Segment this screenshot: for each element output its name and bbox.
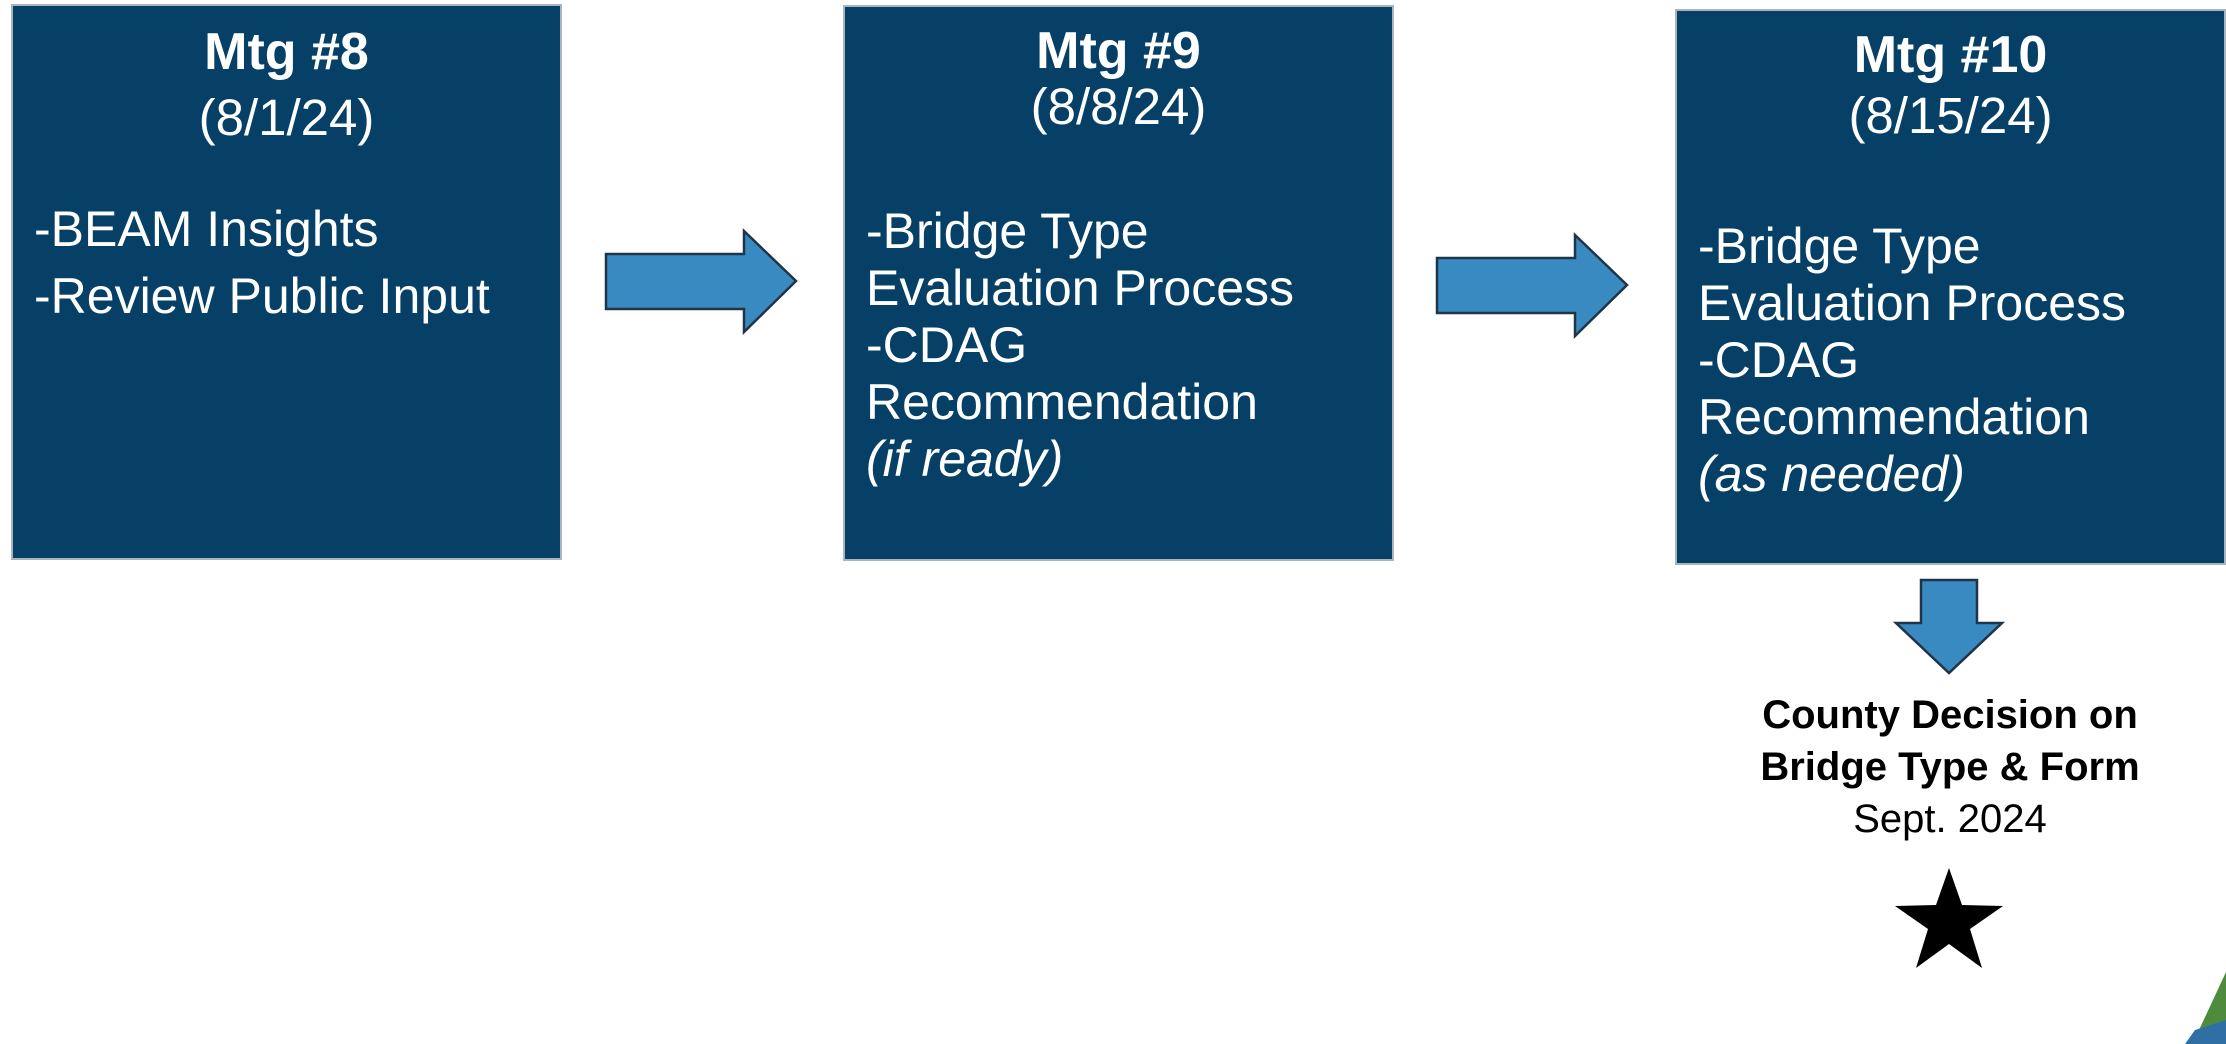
meeting-9-agenda-line-2: Evaluation Process — [866, 260, 1295, 316]
meeting-10-title: Mtg #10 — [1853, 26, 2048, 84]
meeting-9-agenda-note: (if ready) — [866, 431, 1064, 487]
decision-title-line-1: County Decision on — [1762, 693, 2138, 737]
meeting-10-agenda-line-2: Evaluation Process — [1698, 275, 2127, 331]
corner-logo-icon — [2185, 972, 2226, 1044]
right-arrow-icon — [604, 228, 798, 335]
meeting-10-agenda: -Bridge Type Evaluation Process -CDAG Re… — [1698, 218, 2216, 503]
meeting-10-box: Mtg #10 (8/15/24) -Bridge Type Evaluatio… — [1675, 9, 2226, 565]
decision-date: Sept. 2024 — [1853, 797, 2047, 841]
meeting-10-agenda-line-3: -CDAG — [1698, 332, 1860, 388]
meeting-8-box: Mtg #8 (8/1/24) -BEAM Insights -Review P… — [11, 4, 562, 560]
meeting-8-date: (8/1/24) — [198, 89, 375, 146]
down-arrow-icon — [1892, 578, 2006, 675]
meeting-9-date: (8/8/24) — [1030, 78, 1207, 135]
meeting-9-agenda-line-1: -Bridge Type — [866, 203, 1149, 259]
meeting-10-date: (8/15/24) — [1848, 87, 2053, 144]
meeting-8-agenda: -BEAM Insights -Review Public Input — [34, 196, 552, 330]
meeting-8-agenda-item-1: -BEAM Insights — [34, 201, 379, 257]
meeting-9-agenda: -Bridge Type Evaluation Process -CDAG Re… — [866, 203, 1384, 488]
meeting-9-agenda-line-4: Recommendation — [866, 374, 1258, 430]
meeting-9-box: Mtg #9 (8/8/24) -Bridge Type Evaluation … — [843, 5, 1394, 561]
right-arrow-icon — [1435, 232, 1629, 339]
meeting-8-agenda-item-2: -Review Public Input — [34, 268, 490, 324]
meeting-10-agenda-note: (as needed) — [1698, 446, 1965, 502]
meeting-10-agenda-line-4: Recommendation — [1698, 389, 2090, 445]
decision-title-line-2: Bridge Type & Form — [1760, 745, 2140, 789]
county-decision-milestone: County Decision on Bridge Type & Form Se… — [1700, 689, 2200, 845]
meeting-10-agenda-line-1: -Bridge Type — [1698, 218, 1981, 274]
meeting-9-agenda-line-3: -CDAG — [866, 317, 1028, 373]
meeting-9-title: Mtg #9 — [1036, 22, 1201, 80]
star-icon — [1895, 868, 2003, 968]
meeting-8-title: Mtg #8 — [204, 23, 369, 81]
